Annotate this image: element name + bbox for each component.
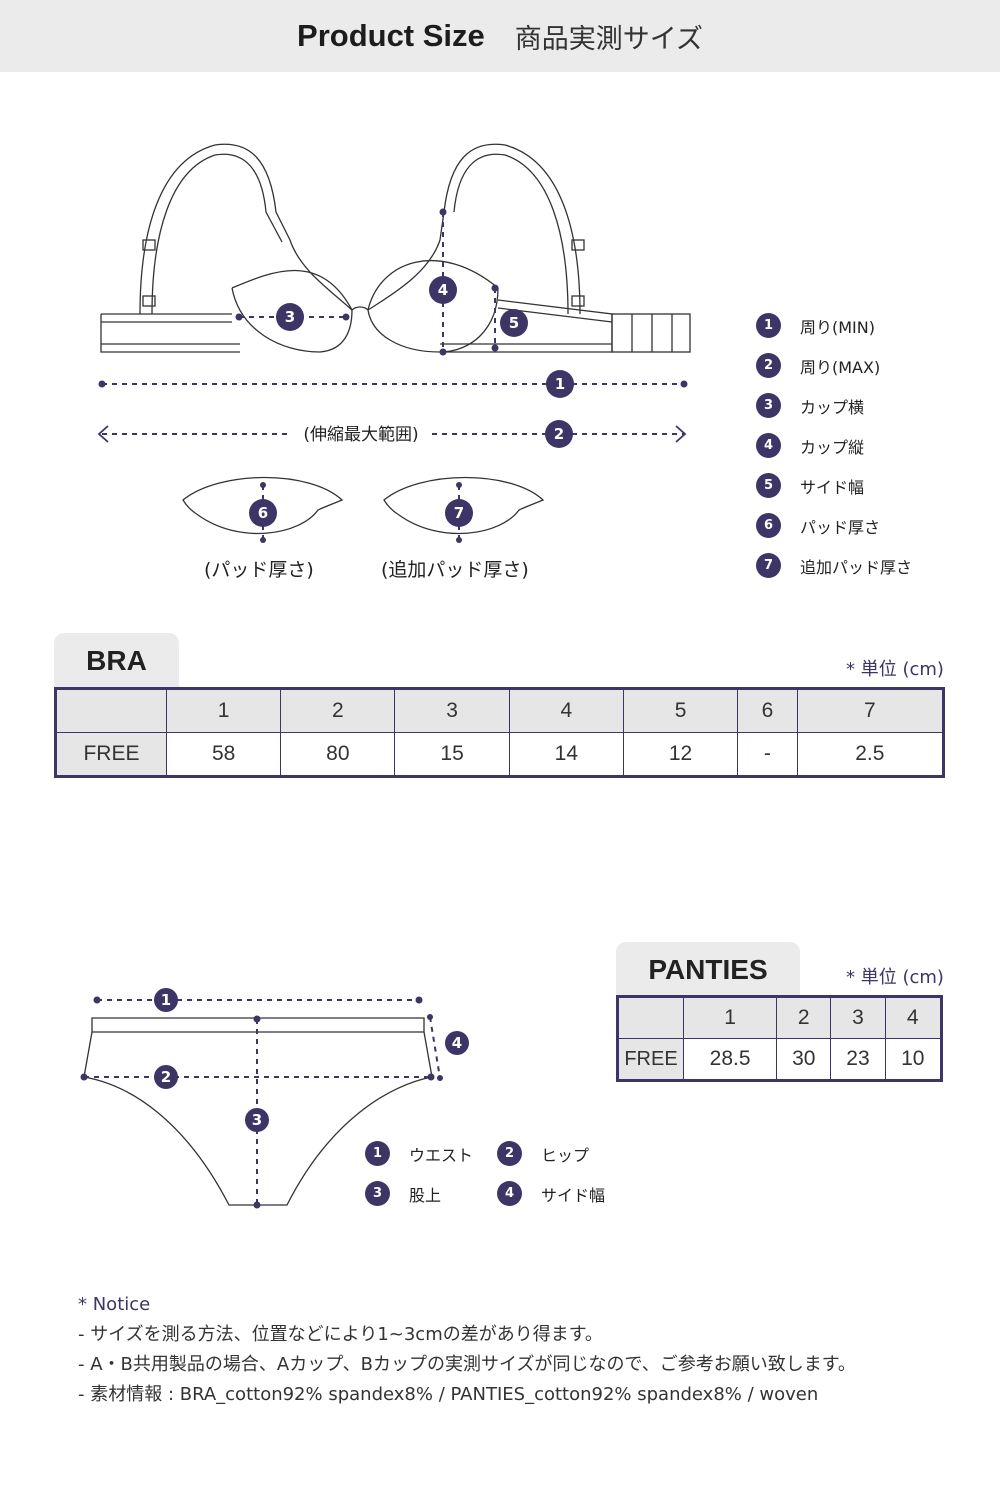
page-title-jp: 商品実測サイズ — [514, 23, 703, 55]
table-cell: 23 — [830, 1038, 886, 1081]
panties-size-table: 1 2 3 4 FREE 28.5 30 23 10 — [616, 995, 943, 1082]
svg-text:2: 2 — [161, 1068, 171, 1086]
notice-line: - 素材情報 : BRA_cotton92% spandex8% / PANTI… — [78, 1384, 819, 1405]
table-cell: 30 — [776, 1038, 832, 1081]
page-header: Product Size 商品実測サイズ — [0, 0, 1000, 72]
panties-tab: PANTIES — [616, 942, 800, 997]
column-header: 6 — [737, 688, 798, 733]
column-header: 7 — [796, 688, 945, 733]
table-cell: - — [737, 732, 798, 777]
svg-text:3: 3 — [252, 1111, 262, 1129]
table-cell: 15 — [394, 732, 510, 777]
column-header: 3 — [830, 996, 886, 1039]
svg-text:4: 4 — [452, 1034, 462, 1052]
column-header: 2 — [776, 996, 832, 1039]
bra-tab: BRA — [54, 633, 179, 688]
svg-text:5: 5 — [509, 314, 519, 332]
svg-text:6: 6 — [258, 504, 268, 522]
table-cell: 80 — [280, 732, 396, 777]
column-header: 4 — [884, 996, 943, 1039]
svg-text:1: 1 — [555, 375, 565, 393]
notice-title: * Notice — [78, 1294, 151, 1315]
notice-line: - A・B共用製品の場合、Aカップ、Bカップの実測サイズが同じなので、ご参考お願… — [78, 1354, 856, 1375]
page-title-en: Product Size — [297, 18, 485, 53]
table-cell: 10 — [884, 1038, 943, 1081]
svg-text:3: 3 — [285, 308, 295, 326]
column-header: 5 — [622, 688, 739, 733]
column-header: 1 — [165, 688, 282, 733]
bra-number-markers: 3 4 5 1 2 6 7 — [249, 276, 574, 527]
extra-pad-caption: (追加パッド厚さ) — [381, 559, 529, 581]
pad-caption: (パッド厚さ) — [204, 559, 314, 581]
column-header: 2 — [280, 688, 396, 733]
bra-unit: * 単位 (cm) — [846, 659, 944, 680]
table-cell: 58 — [165, 732, 282, 777]
column-header: 4 — [508, 688, 624, 733]
column-header: 1 — [682, 996, 778, 1039]
table-corner — [617, 996, 684, 1039]
svg-text:7: 7 — [454, 504, 464, 522]
svg-text:4: 4 — [438, 281, 448, 299]
panties-unit: * 単位 (cm) — [846, 967, 944, 988]
svg-text:2: 2 — [554, 425, 564, 443]
bra-illustration — [100, 143, 691, 353]
notice-line: - サイズを測る方法、位置などにより1~3cmの差があり得ます。 — [78, 1324, 603, 1345]
column-header: 3 — [394, 688, 510, 733]
table-cell: 14 — [508, 732, 624, 777]
pad-illustrations — [182, 476, 545, 535]
range-label: (伸縮最大範囲) — [303, 425, 418, 445]
row-header: FREE — [55, 732, 167, 777]
row-header: FREE — [617, 1038, 684, 1081]
table-corner — [55, 688, 167, 733]
notice-section: * Notice - サイズを測る方法、位置などにより1~3cmの差があり得ます… — [78, 1290, 856, 1410]
panties-number-markers: 1 2 3 4 — [154, 988, 469, 1132]
svg-text:1: 1 — [161, 991, 171, 1009]
table-cell: 12 — [622, 732, 739, 777]
bra-size-table: 1 2 3 4 5 6 7 FREE 58 80 15 14 12 - 2.5 — [54, 687, 945, 778]
table-cell: 2.5 — [796, 732, 945, 777]
table-cell: 28.5 — [682, 1038, 778, 1081]
